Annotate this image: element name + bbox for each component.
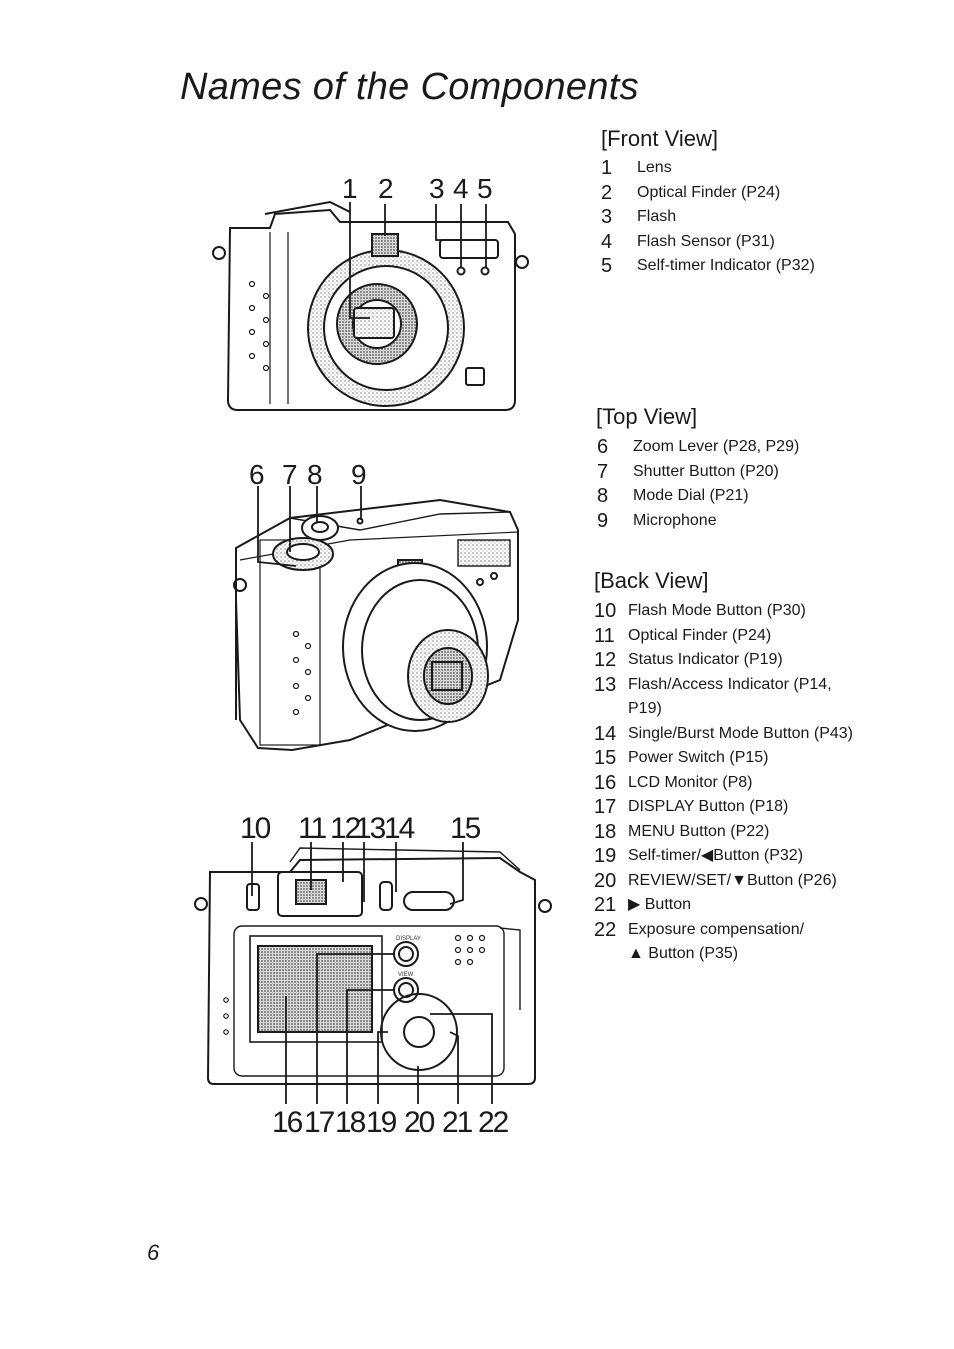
front-view-heading: [Front View] bbox=[601, 126, 718, 151]
front-callout-1: 1 bbox=[342, 173, 358, 204]
top-view-callouts: 6 7 8 9 bbox=[249, 459, 367, 490]
back-callout-20: 20 bbox=[404, 1106, 435, 1139]
back-callout-12: 12 bbox=[330, 812, 361, 845]
back-callout-10: 10 bbox=[240, 812, 271, 845]
back-view-callouts-bottom: 16 17 18 19 20 21 22 bbox=[272, 1106, 511, 1139]
back-callout-15: 15 bbox=[450, 812, 481, 845]
top-view-heading: [Top View] bbox=[596, 404, 698, 429]
back-view-callouts-top: 10 11 12 13 14 15 bbox=[240, 812, 483, 845]
display-button-label: DISPLAY bbox=[396, 936, 421, 942]
back-callout-16: 16 bbox=[272, 1106, 303, 1139]
front-callout-2: 2 bbox=[378, 173, 394, 204]
front-callout-3: 3 bbox=[429, 173, 445, 204]
list-item: 21▶ Button bbox=[594, 894, 692, 916]
back-callout-18: 18 bbox=[335, 1106, 366, 1139]
front-callout-5: 5 bbox=[477, 173, 493, 204]
back-callout-22: 22 bbox=[478, 1106, 509, 1139]
page-number: 6 bbox=[147, 1240, 160, 1265]
front-callout-4: 4 bbox=[453, 173, 469, 204]
back-callout-19: 19 bbox=[366, 1106, 397, 1139]
review-button-label: VIEW bbox=[398, 972, 414, 978]
back-callout-21: 21 bbox=[442, 1106, 473, 1139]
back-callout-17: 17 bbox=[304, 1106, 335, 1139]
back-view-button-labels: DISPLAY VIEW bbox=[396, 936, 421, 978]
top-callout-8: 8 bbox=[307, 459, 323, 490]
page-title: Names of the Components bbox=[180, 66, 639, 108]
front-view-callouts: 1 2 3 4 5 bbox=[342, 173, 493, 204]
top-callout-9: 9 bbox=[351, 459, 367, 490]
top-callout-6: 6 bbox=[249, 459, 265, 490]
back-view-camera bbox=[194, 842, 552, 1104]
front-view-camera bbox=[212, 200, 529, 411]
top-view-camera bbox=[233, 486, 519, 752]
back-callout-11: 11 bbox=[298, 812, 326, 845]
top-callout-7: 7 bbox=[282, 459, 298, 490]
back-callout-13: 13 bbox=[355, 812, 386, 845]
back-view-heading: [Back View] bbox=[594, 568, 709, 593]
back-callout-14: 14 bbox=[384, 812, 415, 845]
